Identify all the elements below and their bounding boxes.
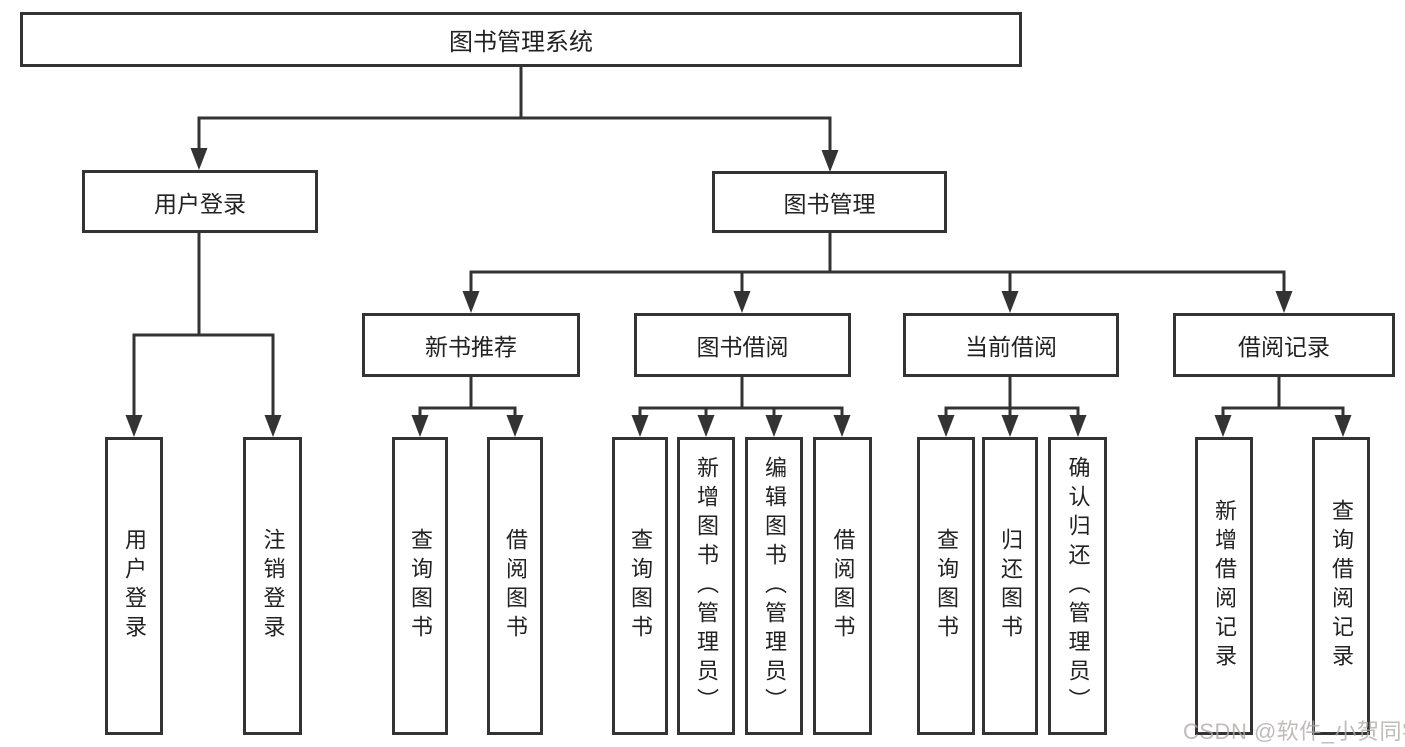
node-user-login: 用户登录: [82, 170, 318, 233]
leaf-query-borrow-record: 查询借阅记录: [1312, 437, 1370, 735]
leaf-add-books-admin: 新增图书（管理员）: [677, 437, 735, 735]
leaf-return-books: 归还图书: [982, 437, 1038, 735]
leaf-user-login: 用户登录: [105, 437, 163, 735]
leaf-logout: 注销登录: [243, 437, 302, 735]
leaf-edit-books-admin: 编辑图书（管理员）: [745, 437, 803, 735]
csdn-watermark: CSDN @软件_小贺同学: [1183, 719, 1405, 744]
leaf-query-books-current: 查询图书: [917, 437, 975, 735]
leaf-add-borrow-record: 新增借阅记录: [1195, 437, 1253, 735]
node-book-borrowing: 图书借阅: [634, 313, 851, 377]
node-library-management-system: 图书管理系统: [20, 12, 1022, 67]
leaf-borrow-books: 借阅图书: [813, 437, 872, 735]
node-book-management: 图书管理: [712, 171, 947, 233]
leaf-query-books-recommend: 查询图书: [392, 437, 448, 735]
node-borrowing-records: 借阅记录: [1173, 313, 1395, 377]
node-new-book-recommend: 新书推荐: [362, 313, 580, 377]
node-current-borrowing: 当前借阅: [903, 313, 1119, 377]
leaf-confirm-return-admin: 确认归还（管理员）: [1048, 437, 1107, 735]
leaf-query-books-borrow: 查询图书: [612, 437, 668, 735]
leaf-borrow-books-recommend: 借阅图书: [487, 437, 543, 735]
